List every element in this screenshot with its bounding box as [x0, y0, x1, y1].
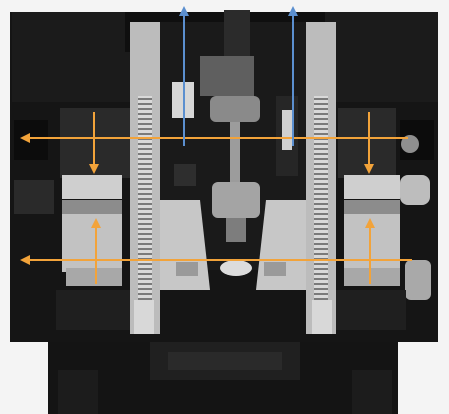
lower-chamber — [160, 200, 306, 336]
left-guide-rail — [130, 22, 160, 334]
motion-arrows — [20, 6, 412, 284]
right-guide-rail — [306, 22, 336, 334]
machine-base — [48, 330, 398, 414]
